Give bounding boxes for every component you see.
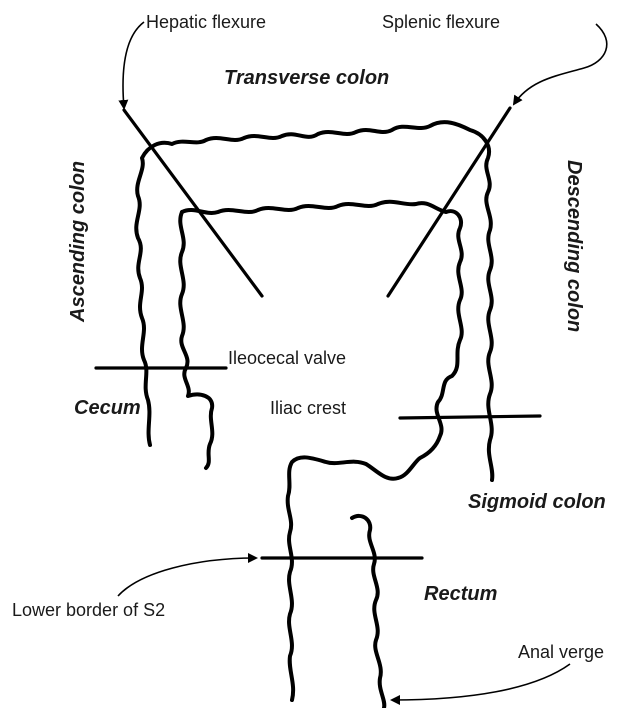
iliac-crest-line xyxy=(400,416,540,418)
sigmoid-colon-label: Sigmoid colon xyxy=(468,491,606,513)
splenic-flexure-label: Splenic flexure xyxy=(382,12,500,32)
splenic-flexure-arrow xyxy=(514,24,607,104)
ascending-colon-label: Ascending colon xyxy=(67,161,89,323)
colon-inner-wall xyxy=(182,202,462,700)
hepatic-flexure-arrow xyxy=(123,22,144,108)
colon-outer-wall xyxy=(136,122,492,480)
iliac-crest-label: Iliac crest xyxy=(270,398,346,418)
rectum-right-wall xyxy=(352,516,384,708)
cecum-wall xyxy=(180,212,212,468)
lower-border-s2-label: Lower border of S2 xyxy=(12,600,165,620)
ileocecal-valve-label: Ileocecal valve xyxy=(228,348,346,368)
transverse-colon-label: Transverse colon xyxy=(224,67,389,89)
rectum-label: Rectum xyxy=(424,583,497,605)
descending-colon-label: Descending colon xyxy=(563,160,585,332)
anal-verge-label: Anal verge xyxy=(518,642,604,662)
anal-verge-arrow xyxy=(392,664,570,700)
hepatic-flexure-label: Hepatic flexure xyxy=(146,12,266,32)
s2-border-arrow xyxy=(118,558,256,596)
cecum-label: Cecum xyxy=(74,397,141,419)
